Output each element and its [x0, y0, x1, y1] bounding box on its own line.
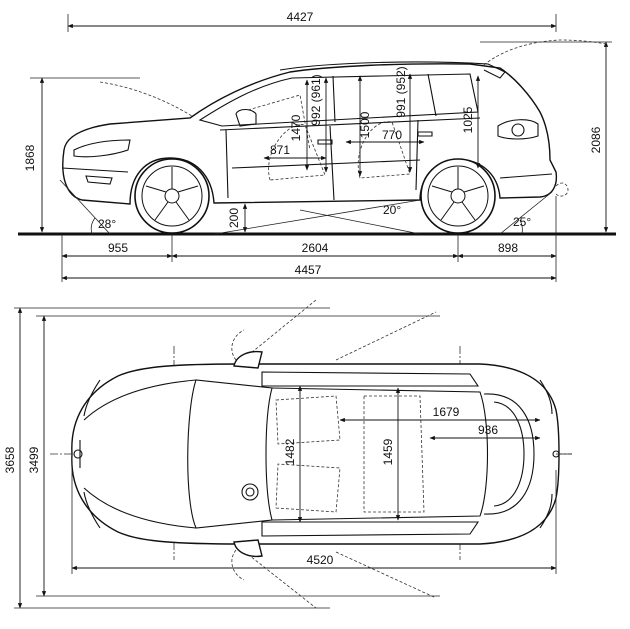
dim-ground-clearance: 200 — [227, 208, 241, 228]
car-top-body — [71, 363, 560, 545]
dim-front-headroom: 992 (961) — [309, 74, 323, 125]
rear-window — [483, 393, 535, 515]
side-view: 4427 1868 2086 — [18, 10, 616, 282]
approach-angle-label: 28° — [98, 217, 116, 231]
dim-front-seat-height: 1470 — [289, 114, 303, 141]
roof-rail-bottom — [261, 521, 480, 537]
dim-cargo-length: 1679 — [433, 405, 460, 419]
roof — [271, 387, 489, 521]
dim-interior-width-front: 1482 — [283, 438, 297, 465]
front-wheel — [134, 158, 210, 234]
dim-front-legroom: 871 — [270, 143, 290, 157]
dim-height-with-rails: 2086 — [589, 126, 603, 153]
rear-wheel — [420, 158, 496, 234]
windshield — [187, 379, 273, 529]
dim-seat-height-1500: 1500 — [358, 111, 372, 138]
mirror-top — [233, 350, 263, 369]
side-mirror — [235, 108, 257, 127]
dim-rear-overhang: 898 — [498, 241, 518, 255]
dim-width-mirrors-folded: 3499 — [27, 446, 41, 473]
dim-top-length: 4520 — [307, 553, 334, 567]
dim-wheelbase: 2604 — [302, 241, 329, 255]
mirror-bottom — [233, 539, 263, 558]
departure-angle-label: 25° — [513, 215, 531, 229]
dim-rear-legroom: 770 — [382, 128, 402, 142]
dim-interior-width-rear: 1459 — [381, 438, 395, 465]
tail-light — [497, 119, 539, 140]
dim-cargo-width: 936 — [478, 423, 498, 437]
dim-rear-headroom: 991 (952) — [394, 66, 408, 117]
dim-cargo-height: 1025 — [461, 106, 475, 133]
dim-height: 1868 — [23, 144, 37, 171]
dim-width-with-mirrors: 3658 — [3, 446, 17, 473]
roof-rail-top — [261, 371, 480, 387]
headlight — [73, 139, 131, 158]
dim-overall-length-bottom: 4457 — [295, 263, 322, 277]
top-view: 3658 3499 — [3, 299, 572, 609]
side-windows — [198, 73, 479, 127]
dim-overall-length-top: 4427 — [287, 10, 314, 24]
dim-front-overhang: 955 — [108, 241, 128, 255]
ramp-angle-label: 20° — [383, 203, 401, 217]
